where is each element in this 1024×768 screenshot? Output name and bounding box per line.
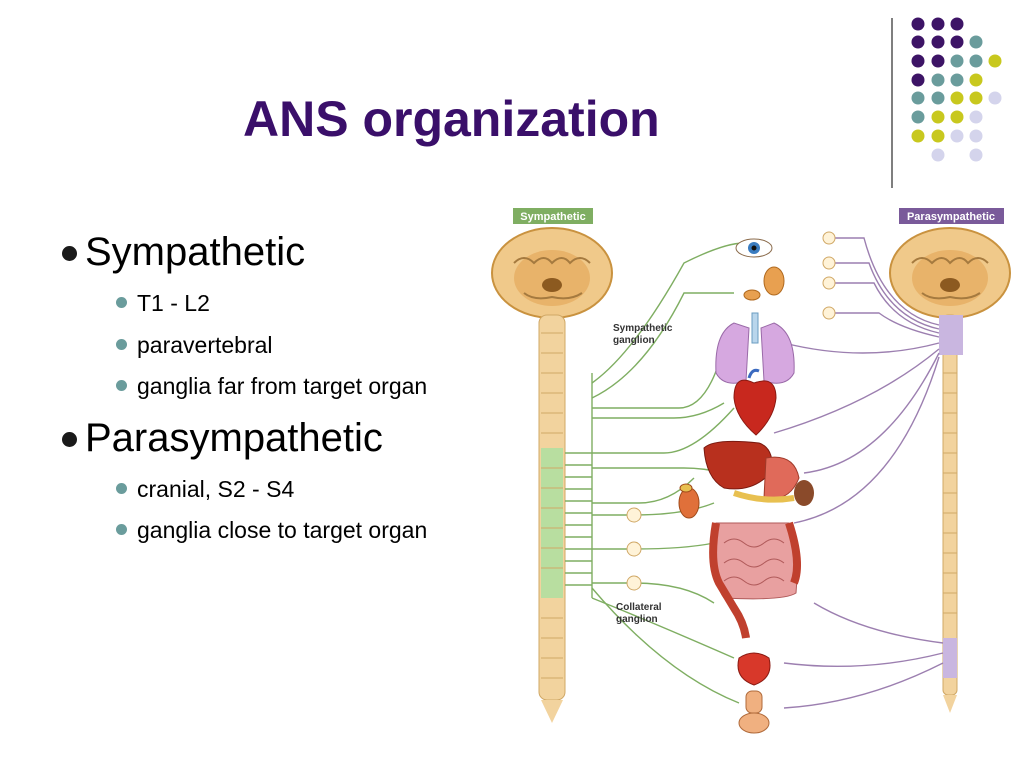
bullet-parasympathetic: Parasympathetic [62, 418, 383, 458]
salivary-glands-icon [743, 266, 785, 301]
left-brain [491, 227, 613, 319]
left-thoracolumbar-segment [541, 448, 563, 598]
decorative-dot-grid [891, 17, 1002, 188]
sympathetic-label-box [513, 208, 593, 224]
genitals-icon [738, 690, 770, 734]
intestines-icon [709, 521, 802, 639]
bullet-sympathetic: Sympathetic [62, 232, 305, 272]
sub-bullet: ganglia far from target organ [116, 375, 427, 398]
heart-icon [733, 368, 777, 436]
sub-bullet: ganglia close to target organ [116, 519, 427, 542]
parasympathetic-ganglia [822, 231, 836, 320]
sub-bullet: paravertebral [116, 334, 273, 357]
parasympathetic-nerves [773, 237, 944, 709]
ans-diagram: Sympathetic Parasympathetic [484, 203, 1014, 743]
parasympathetic-label: Parasympathetic [907, 211, 995, 223]
right-sacral-segment [943, 638, 957, 678]
sub-bullet: T1 - L2 [116, 292, 210, 315]
sympathetic-ganglion-label: Sympathetic [613, 323, 673, 334]
sub-bullet: cranial, S2 - S4 [116, 478, 294, 501]
slide-title: ANS organization [243, 91, 660, 147]
collateral-ganglion-label-2: ganglion [616, 614, 658, 625]
eye-icon [735, 238, 773, 258]
right-brain [889, 227, 1011, 319]
liver-stomach-icon [703, 440, 814, 506]
sympathetic-label: Sympathetic [520, 211, 585, 223]
parasympathetic-label-box [899, 208, 1004, 224]
bladder-icon [737, 652, 771, 686]
right-brainstem-segment [939, 315, 963, 355]
lungs-icon [715, 312, 795, 384]
collateral-ganglion-label: Collateral [616, 602, 662, 613]
kidney-adrenal-icon [678, 483, 700, 519]
sympathetic-chain [565, 242, 745, 704]
sympathetic-ganglion-label-2: ganglion [613, 335, 655, 346]
